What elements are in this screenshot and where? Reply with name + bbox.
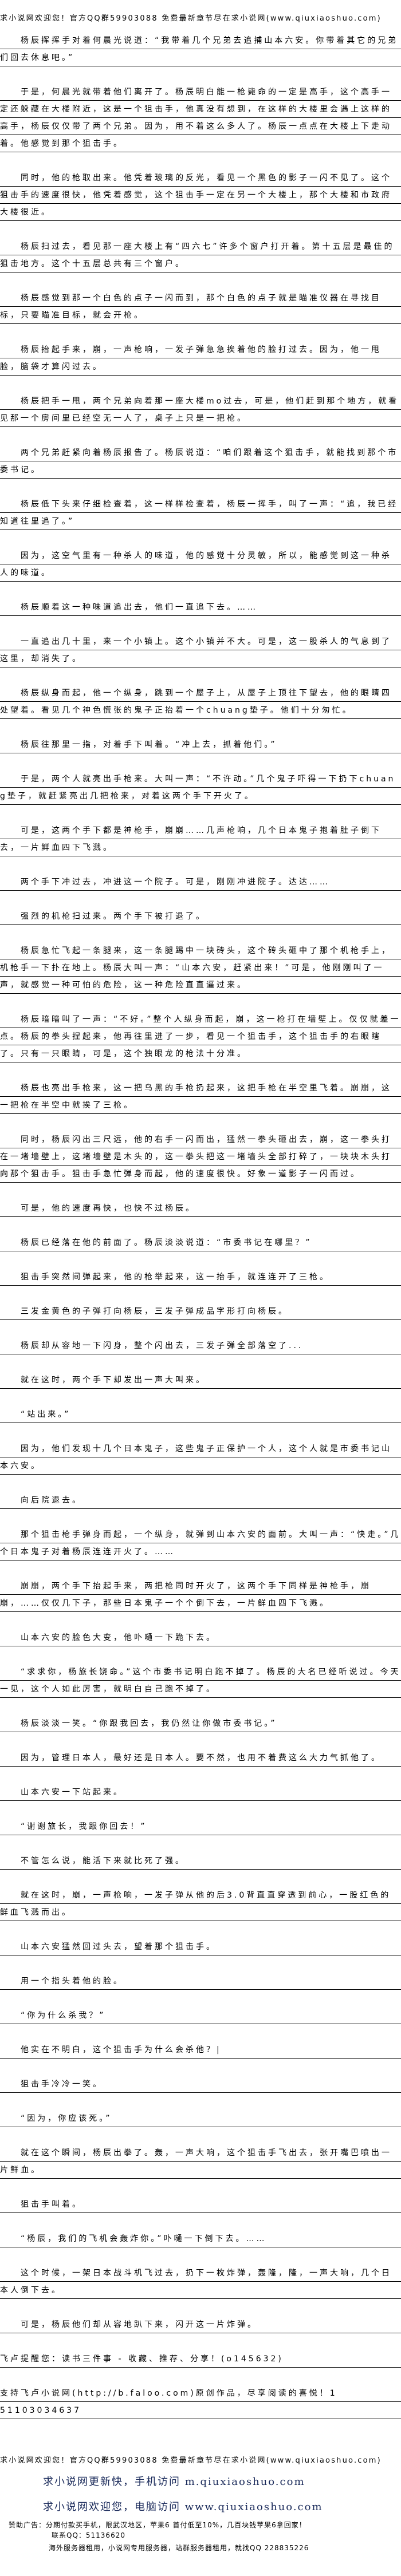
story-paragraph: 杨辰感觉到那一个白色的点子一闪而到，那个白色的点子就是瞄准仪器在寻找目标，只要瞄… [0, 290, 401, 324]
story-paragraph: “杨辰，我们的飞机会轰炸你。”卟嗵一下倒下去。…… [0, 2230, 401, 2247]
story-paragraph: 因为，这空气里有一种杀人的味道，他的感觉十分灵敏，所以，能感觉到这一种杀人的味道… [0, 547, 401, 582]
story-paragraph: 杨辰淡淡一笑。“你跟我回去，我仍然让你做市委书记。” [0, 1715, 401, 1732]
site-note-text: 支持飞卢小说网(http://b.faloo.com)原创作品，尽享阅读的喜悦！… [0, 2389, 337, 2398]
story-paragraph: 崩崩，两个手下抬起手来，两把枪同时开火了，这两个手下同样是神枪手，崩崩，……仅仅… [0, 1578, 401, 1612]
story-paragraph: 就在这时，两个手下却发出一声大叫来。 [0, 1372, 401, 1389]
chapter-content: 杨辰挥挥手对着何晨光说道：“我带着几个兄弟去追捕山本六安。你带着其它的兄弟们回去… [0, 32, 401, 2419]
story-paragraph: 杨辰也亮出手枪来，这一把乌黑的手枪扔起来，这把手枪在半空里飞着。崩崩，这一把枪在… [0, 1080, 401, 1114]
story-paragraph: 杨辰扫过去，看见那一座大楼上有“四六七”许多个窗户打开着。第十五层是最佳的狙击地… [0, 238, 401, 272]
story-paragraph: 于是，两个人就亮出手枪来。大叫一声：“不许动。”几个鬼子吓得一下扔下chuang… [0, 771, 401, 805]
mobile-access-link[interactable]: 求小说网更新快，手机访问 m.qiuxiaoshuo.com [43, 2476, 305, 2488]
story-paragraph: 一直追出几十里，来一个小镇上。这个小镇并不大。可是，这一股杀人的气息到了这里，却… [0, 633, 401, 667]
story-paragraph: 山本六安的脸色大变，他卟嗵一下跪下去。 [0, 1629, 401, 1646]
story-paragraph: 于是，何晨光就带着他们离开了。杨辰明白能一枪毙命的一定是高手，这个高手一定还躲藏… [0, 84, 401, 152]
story-paragraph: 杨辰挥挥手对着何晨光说道：“我带着几个兄弟去追捕山本六安。你带着其它的兄弟们回去… [0, 32, 401, 66]
story-paragraph: 向后院退去。 [0, 1492, 401, 1509]
story-paragraph: 就在这个瞬间，杨辰出拳了。轰，一声大响，这个狙击手飞出去，张开嘴巴喷出一片鲜血。 [0, 2144, 401, 2179]
story-paragraph: 杨辰抬起手来，崩，一声枪响，一发子弹急急挨着他的脸打过去。因为，他一甩脸，脑袋才… [0, 341, 401, 376]
site-welcome-notice: 求小说网欢迎您！官方QQ群59903088 免费最新章节尽在求小说网(www.q… [0, 14, 382, 23]
story-paragraph: 杨辰顺着这一种味道追出去，他们一直追下去。…… [0, 599, 401, 616]
story-paragraph: 可是，这两个手下都是神枪手，崩崩……几声枪响，几个日本鬼子抱着肚子倒下去，一片鲜… [0, 822, 401, 856]
story-paragraph: 山本六安猛然回过头去，望着那个狙击手。 [0, 1938, 401, 1955]
story-paragraph: 三发金黄色的子弹打向杨辰，三发子弹成品字形打向杨辰。 [0, 1303, 401, 1320]
story-paragraph: 两个兄弟赶紧向着杨辰报告了。杨辰说道：“咱们跟着这个狙击手，就能找到那个市委书记… [0, 444, 401, 479]
story-paragraph: 山本六安一下站起来。 [0, 1784, 401, 1801]
story-paragraph: “谢谢旅长，我跟你回去！” [0, 1818, 401, 1835]
page-footer: 求小说网欢迎您！官方QQ群59903088 免费最新章节尽在求小说网(www.q… [0, 2442, 401, 2576]
story-paragraph: 可是，他的速度再快，也快不过杨辰。 [0, 1200, 401, 1217]
story-paragraph: 狙击手突然间弹起来，他的枪举起来，这一抬手，就连连开了三枪。 [0, 1269, 401, 1286]
server-ad-text[interactable]: 海外服务器租用，小说网专用服务器，站群服务器租用，就找QQ 228835226 [49, 2544, 309, 2552]
story-paragraph: 那个狙击枪手弹身而起，一个纵身，就弹到山本六安的面前。大叫一声：“快走。”几个日… [0, 1526, 401, 1560]
story-paragraph: 狙击手叫着。 [0, 2196, 401, 2213]
story-paragraph: 强烈的机枪扫过来。两个手下被打退了。 [0, 908, 401, 925]
story-paragraph: 因为，管理日本人，最好还是日本人。要不然，也用不着费这么大力气抓他了。 [0, 1749, 401, 1767]
site-note: 支持飞卢小说网(http://b.faloo.com)原创作品，尽享阅读的喜悦！… [0, 2385, 401, 2419]
story-paragraph: 杨辰已经落在他的前面了。杨辰淡淡说道：“市委书记在哪里？” [0, 1234, 401, 1251]
site-note: 飞卢提醒您：读书三件事 - 收藏、推荐、分享！(o145632) [0, 2350, 401, 2368]
sponsor-ad-text[interactable]: 赞助广告：分期付款买手机，限武汉地区，苹果6 首付低至10%，几百块钱苹果6拿回… [9, 2521, 306, 2529]
story-paragraph: 这个时候，一架日本战斗机飞过去，扔下一枚炸弹，轰隆，隆，一声大响，几个日本人倒下… [0, 2265, 401, 2299]
site-note-code: 51103034637 [0, 2406, 81, 2415]
story-paragraph: 同时，杨辰闪出三尺远，他的右手一闪而出，猛然一拳头砸出去，崩，这一拳头打在一堵墙… [0, 1131, 401, 1183]
story-paragraph: 杨辰却从容地一下闪身，整个闪出去，三发子弹全部落空了... [0, 1337, 401, 1354]
pc-access-link[interactable]: 求小说网欢迎您，电脑访问 www.qiuxiaoshuo.com [43, 2501, 323, 2513]
story-paragraph: “因为，你应该死。” [0, 2110, 401, 2127]
sponsor-ad: 赞助广告：分期付款买手机，限武汉地区，苹果6 首付低至10%，几百块钱苹果6拿回… [0, 2520, 401, 2553]
story-paragraph: 就在这时，崩，一声枪响，一发子弹从他的后3.0背直直穿透到前心，一股红色的鲜血飞… [0, 1887, 401, 1921]
story-paragraph: 杨辰低下头来仔细检查着，这一样样检查着，杨辰一挥手，叫了一声：“追，我已经知道往… [0, 496, 401, 530]
story-paragraph: “求求你，杨旅长饶命。”这个市委书记明白跑不掉了。杨辰的大名已经听说过。今天一见… [0, 1664, 401, 1698]
story-paragraph: 用一个指头着他的脸。 [0, 1973, 401, 1990]
story-paragraph: “你为什么杀我？” [0, 2007, 401, 2024]
story-paragraph: 不管怎么说，能活下来就比死了强。 [0, 1852, 401, 1870]
story-paragraph: 杨辰把手一甩，两个兄弟向着那一座大楼mo过去，可是，他们赶到那个地方，就看见那一… [0, 393, 401, 427]
sponsor-ad-contact: 联系QQ：51136620 [52, 2531, 125, 2539]
footer-welcome-notice: 求小说网欢迎您！官方QQ群59903088 免费最新章节尽在求小说网(www.q… [0, 2456, 382, 2465]
story-paragraph: 杨辰急忙飞起一条腿来，这一条腿踢中一块砖头，这个砖头砸中了那个机枪手上，机枪手一… [0, 942, 401, 994]
story-paragraph: 可是，杨辰他们却从容地趴下来，闪开这一片炸弹。 [0, 2316, 401, 2333]
story-paragraph: 杨辰纵身而起，他一个纵身，跳到一个屋子上，从屋子上顶往下望去，他的眼睛四处望着。… [0, 685, 401, 719]
story-paragraph: 同时，他的枪取出来。他凭着玻璃的反光，看见一个黑色的影子一闪不见了。这个狙击手的… [0, 169, 401, 221]
story-paragraph: 两个手下冲过去，冲进这一个院子。可是，刚刚冲进院子。达达…… [0, 874, 401, 891]
site-note-text: 飞卢提醒您：读书三件事 - 收藏、推荐、分享！(o145632) [0, 2354, 284, 2364]
story-paragraph: 狙击手冷冷一笑。 [0, 2076, 401, 2093]
story-paragraph: 他实在不明白，这个狙击手为什么会杀他？| [0, 2041, 401, 2059]
story-paragraph: 杨辰往那里一指，对着手下叫着。“冲上去，抓着他们。” [0, 736, 401, 753]
story-paragraph: 因为，他们发现十几个日本鬼子，这些鬼子正保护一个人，这个人就是市委书记山本六安。 [0, 1440, 401, 1475]
story-paragraph: 杨辰暗暗叫了一声：“不好。”整个人纵身而起，崩，这一枪打在墙壁上。仅仅就差一点。… [0, 1011, 401, 1062]
story-paragraph: “站出来。” [0, 1406, 401, 1423]
